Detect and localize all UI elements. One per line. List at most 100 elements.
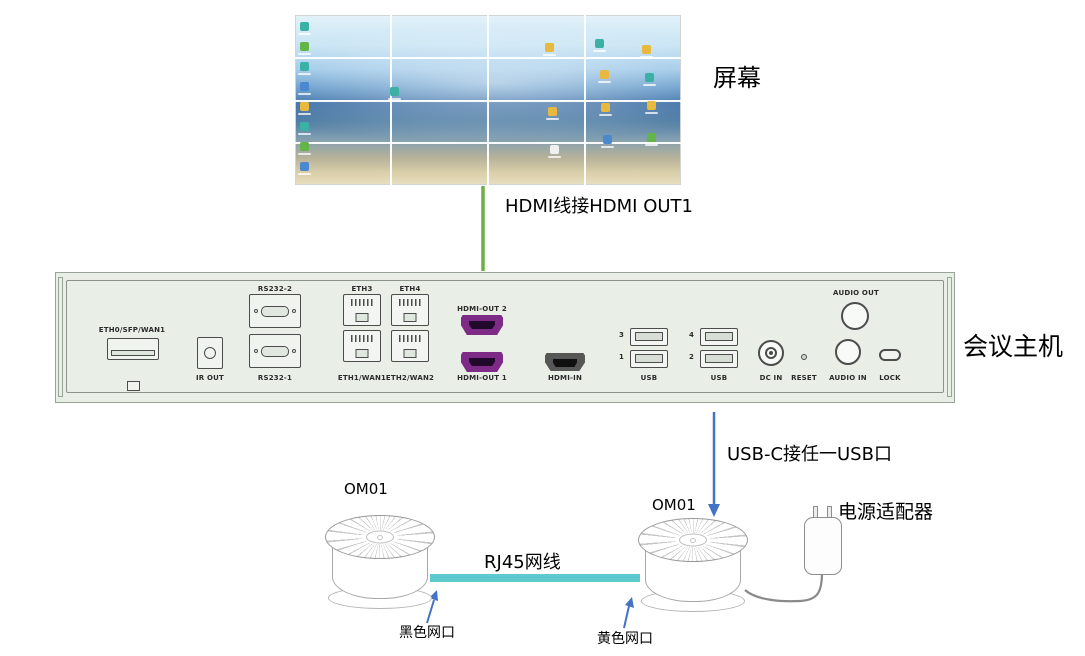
dc-in-label: DC IN xyxy=(759,374,783,382)
om01-speaker-grille xyxy=(638,518,748,562)
desktop-icon xyxy=(298,102,311,115)
power-adapter xyxy=(804,506,850,576)
grid-line xyxy=(295,100,681,102)
reset-hole xyxy=(801,354,807,360)
hdmi-in-label: HDMI-IN xyxy=(547,374,583,382)
host-label: 会议主机 xyxy=(963,332,1064,361)
dc-in-port xyxy=(758,340,784,366)
adapter-body xyxy=(804,517,842,575)
desktop-icon xyxy=(548,145,561,158)
desktop-icon xyxy=(298,42,311,55)
desktop-icon xyxy=(640,45,653,58)
desktop-icon xyxy=(645,101,658,114)
desktop-icon xyxy=(598,70,611,83)
hdmi-in-port xyxy=(545,353,585,371)
yellow-port-label: 黄色网口 xyxy=(597,631,653,647)
usb-port-2 xyxy=(700,350,738,368)
desktop-icon xyxy=(643,73,656,86)
sfp-port-slot xyxy=(111,350,155,356)
grid-line xyxy=(295,57,681,59)
panel-faceplate: ETH0/SFP/WAN1 IR OUT RS232-2 RS232-1 xyxy=(66,280,944,393)
desktop-icon xyxy=(388,87,401,100)
usb-left-label: USB xyxy=(640,374,658,382)
desktop-icon xyxy=(298,142,311,155)
audio-in-jack xyxy=(835,339,861,365)
panel-mounting-ear xyxy=(947,277,952,397)
usb-port-1 xyxy=(630,350,668,368)
usb-cable-arrowhead xyxy=(708,504,720,517)
screw-dot xyxy=(292,309,296,313)
rj45-cable-label: RJ45网线 xyxy=(484,552,561,573)
om01-center-button xyxy=(366,530,394,544)
om01-left-label: OM01 xyxy=(344,480,388,498)
audio-out-jack xyxy=(841,302,869,330)
hdmi-cable-label: HDMI线接HDMI OUT1 xyxy=(505,196,693,217)
db9-connector xyxy=(261,305,289,317)
screen-label: 屏幕 xyxy=(713,64,761,92)
usb-1-number: 1 xyxy=(619,353,624,361)
om01-speaker-grille xyxy=(325,515,435,559)
ir-out-label: IR OUT xyxy=(195,374,225,382)
reset-label: RESET xyxy=(791,374,817,382)
desktop-icon xyxy=(298,122,311,135)
om01-speakerphone-left xyxy=(325,515,435,611)
desktop-icon xyxy=(298,62,311,75)
yellow-port-arrow-line xyxy=(623,605,630,629)
screw-dot xyxy=(254,349,258,353)
usb-3-number: 3 xyxy=(619,331,624,339)
om01-center-button xyxy=(679,533,707,547)
hdmi-out-2-label: HDMI-OUT 2 xyxy=(457,305,507,313)
rs232-2-port xyxy=(249,294,301,328)
audio-out-label: AUDIO OUT xyxy=(833,289,879,297)
usb-port-3 xyxy=(630,328,668,346)
om01-right-label: OM01 xyxy=(652,496,696,514)
sfp-indicator xyxy=(127,381,140,391)
sfp-port xyxy=(107,338,159,360)
desktop-icon xyxy=(601,135,614,148)
hdmi-out-1-label: HDMI-OUT 1 xyxy=(457,374,507,382)
desktop-icon xyxy=(599,103,612,116)
desktop-icon xyxy=(645,133,658,146)
eth2-wan2-label: ETH2/WAN2 xyxy=(385,374,435,382)
rs232-2-label: RS232-2 xyxy=(257,285,293,293)
video-wall-screen xyxy=(295,15,681,185)
hdmi-out-1-port xyxy=(461,352,503,372)
eth4-label: ETH4 xyxy=(399,285,421,293)
desktop-icon xyxy=(298,82,311,95)
screw-dot xyxy=(254,309,258,313)
desktop-icon xyxy=(298,162,311,175)
db9-connector xyxy=(261,345,289,357)
eth3-port xyxy=(343,294,381,326)
black-port-label: 黑色网口 xyxy=(399,625,455,641)
lock-label: LOCK xyxy=(879,374,901,382)
conference-host-panel: ETH0/SFP/WAN1 IR OUT RS232-2 RS232-1 xyxy=(55,272,955,403)
usb-4-number: 4 xyxy=(689,331,694,339)
usb-cable-label: USB-C接任一USB口 xyxy=(727,444,892,465)
rj45-cable-line xyxy=(430,574,640,582)
rs232-1-label: RS232-1 xyxy=(257,374,293,382)
power-adapter-label: 电源适配器 xyxy=(838,501,934,523)
eth4-port xyxy=(391,294,429,326)
desktop-icon xyxy=(593,39,606,52)
eth1-wan1-label: ETH1/WAN1 xyxy=(337,374,387,382)
usb-2-number: 2 xyxy=(689,353,694,361)
eth0-sfp-wan1-label: ETH0/SFP/WAN1 xyxy=(98,326,166,334)
power-cable-line xyxy=(744,571,824,603)
audio-in-label: AUDIO IN xyxy=(829,374,867,382)
eth1-wan1-port xyxy=(343,330,381,362)
yellow-port-arrowhead xyxy=(625,597,634,608)
eth3-label: ETH3 xyxy=(351,285,373,293)
lock-slot xyxy=(879,349,901,361)
rs232-1-port xyxy=(249,334,301,368)
desktop-icon xyxy=(546,107,559,120)
screw-dot xyxy=(292,349,296,353)
usb-right-label: USB xyxy=(710,374,728,382)
hdmi-out-2-port xyxy=(461,315,503,335)
panel-mounting-ear xyxy=(58,277,63,397)
ir-out-port xyxy=(197,337,223,369)
desktop-icon xyxy=(543,43,556,56)
usb-port-4 xyxy=(700,328,738,346)
om01-speakerphone-right xyxy=(638,518,748,614)
desktop-icon xyxy=(298,22,311,35)
